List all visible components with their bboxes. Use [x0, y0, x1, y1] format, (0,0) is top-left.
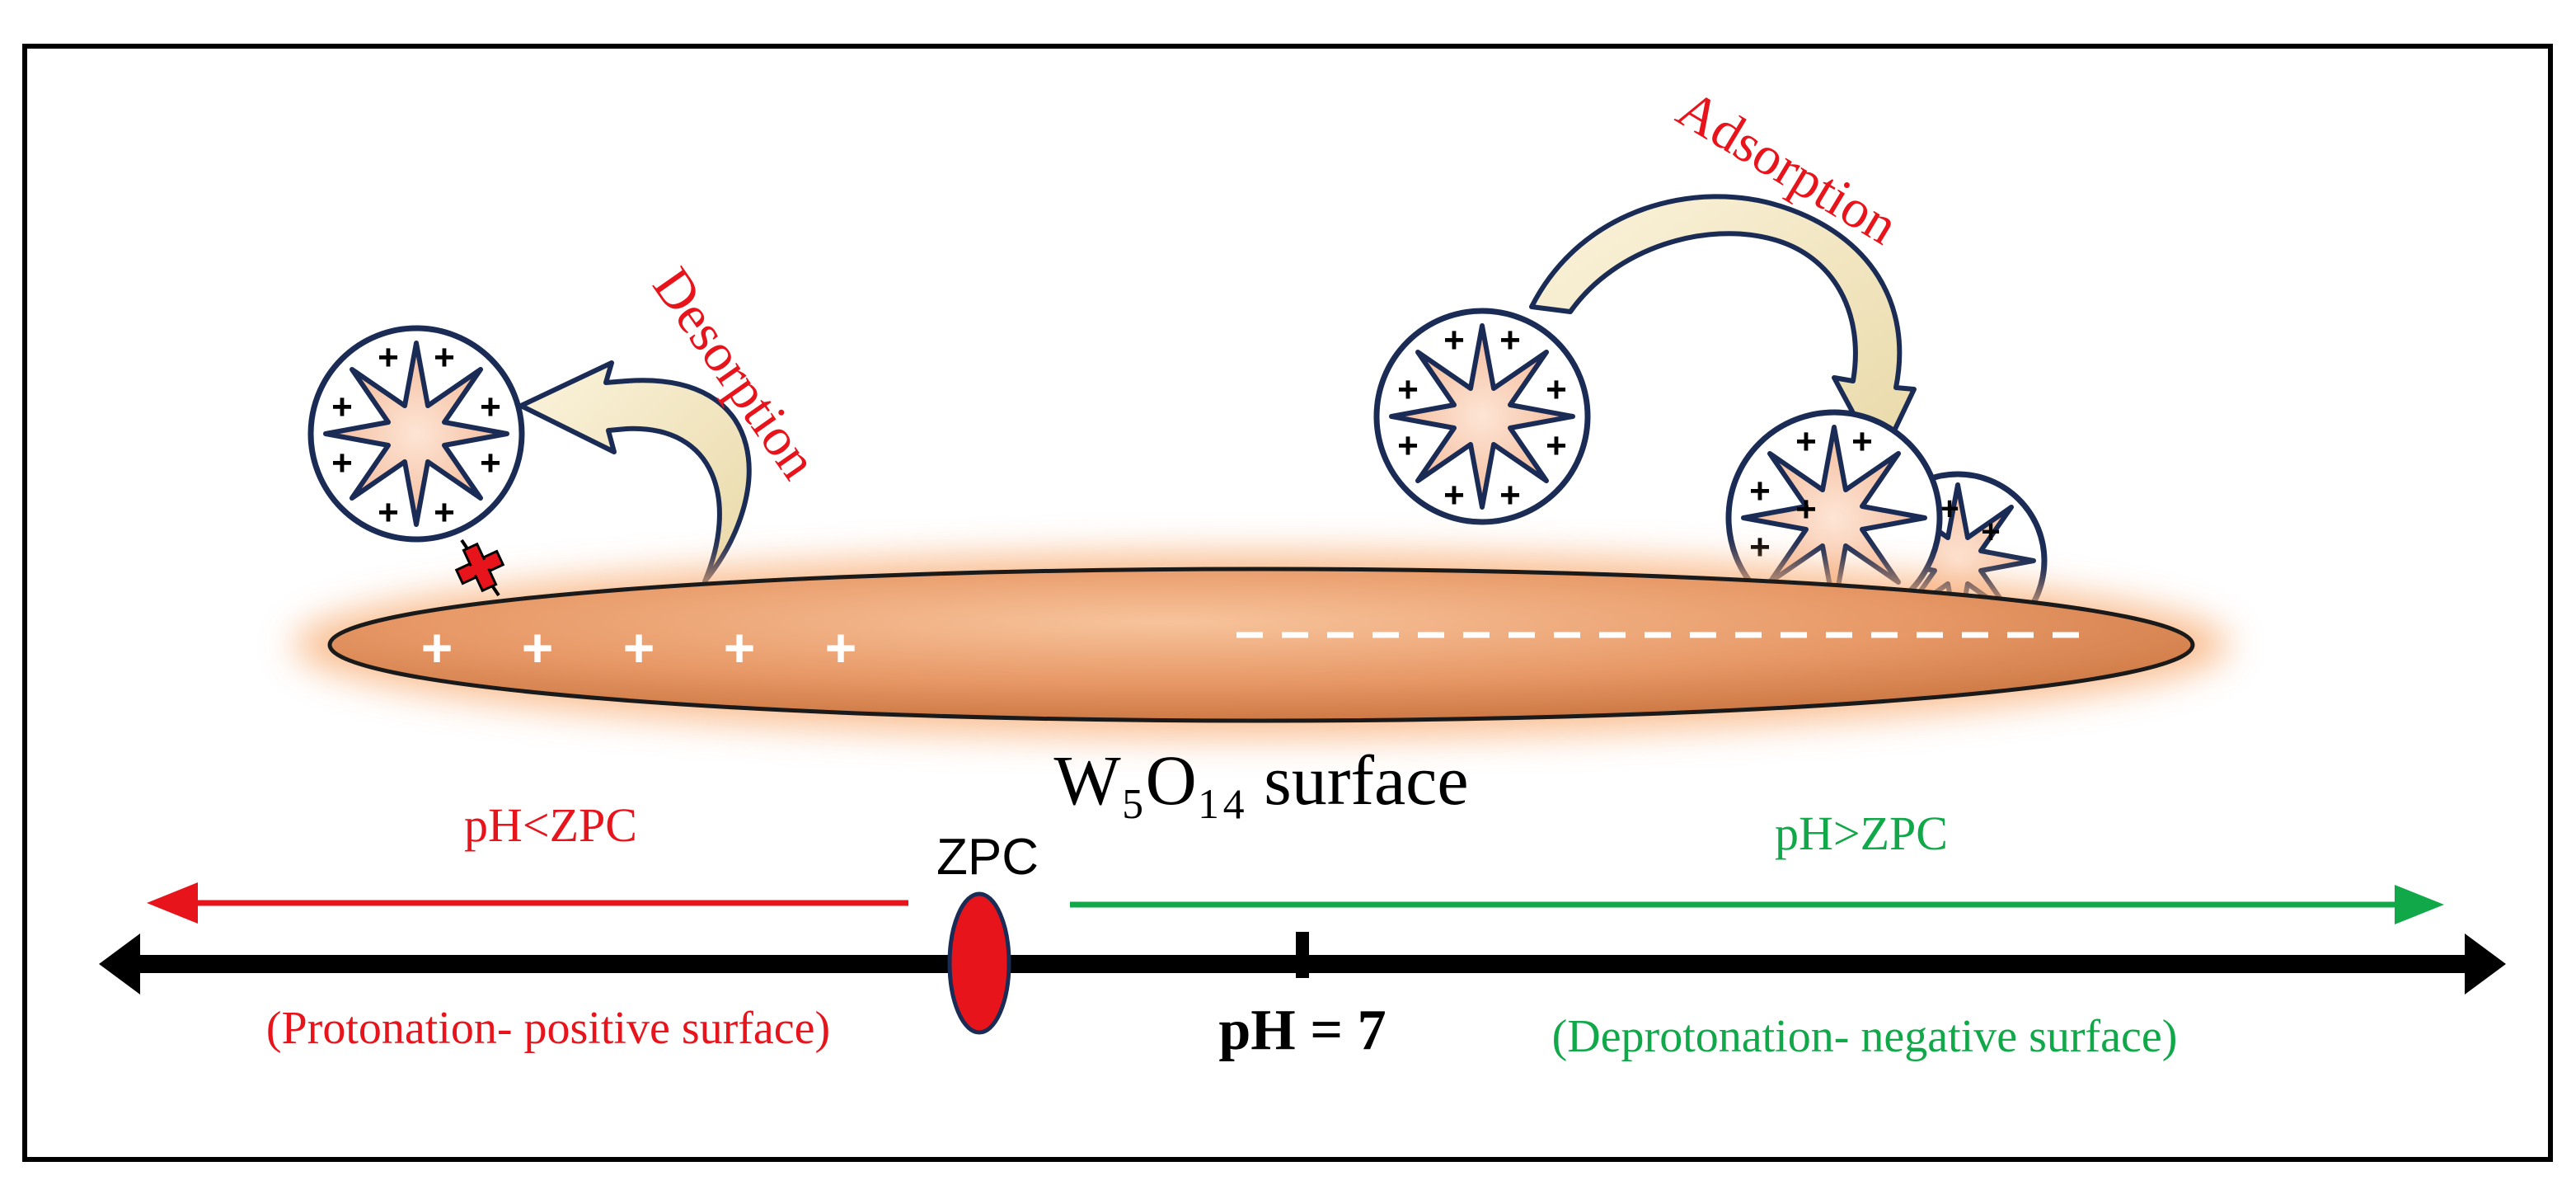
charge-plus: + [1795, 421, 1817, 462]
surface-formula: W₅O₁₄ [1054, 741, 1246, 820]
charge-plus: + [1940, 491, 1959, 527]
cation-desorbed: + + + + + + + + [307, 325, 525, 543]
charge-plus: + [480, 443, 501, 483]
acidic-direction-arrow [147, 882, 908, 924]
charge-plus: + [378, 337, 399, 378]
charge-plus: + [1546, 369, 1567, 410]
cation-approaching: + + + + + + + + [1373, 308, 1591, 525]
charge-plus: + [1546, 426, 1567, 466]
w5o14-surface [293, 553, 2230, 737]
surface-plus: + [623, 617, 655, 678]
charge-plus: + [1499, 475, 1521, 515]
charge-plus: + [1795, 489, 1817, 529]
charge-plus: + [1443, 475, 1465, 515]
surface-plus: + [825, 617, 857, 678]
surface-word: surface [1264, 741, 1468, 820]
charge-plus: + [480, 387, 501, 427]
surface-plus: + [522, 617, 554, 678]
ph-greater-label: pH>ZPC [1775, 806, 1948, 860]
ph-axis [99, 932, 2506, 995]
deprotonation-label: (Deprotonation- negative surface) [1552, 1011, 2178, 1062]
charge-plus: + [1749, 471, 1771, 511]
charge-plus: + [331, 443, 353, 483]
positive-surface-charges: + + + + + [421, 617, 857, 678]
charge-plus: + [434, 492, 455, 533]
surface-plus: + [724, 617, 756, 678]
charge-plus: + [1397, 369, 1419, 410]
charge-plus: + [1851, 421, 1873, 462]
surface-plus: + [421, 617, 453, 678]
charge-plus: + [1499, 320, 1521, 360]
desorption-arrow [518, 360, 752, 584]
charge-plus: + [434, 337, 455, 378]
charge-plus: + [1443, 320, 1465, 360]
surface-label: W₅O₁₄ surface [1054, 741, 1469, 820]
basic-direction-arrow [1070, 885, 2444, 924]
star-icon [323, 341, 509, 527]
charge-plus: + [1981, 514, 2000, 550]
adsorption-arrow [1529, 194, 1917, 464]
ph7-tick [1296, 932, 1309, 978]
zpc-label: ZPC [936, 829, 1039, 886]
ph-less-label: pH<ZPC [464, 798, 637, 852]
charge-plus: + [331, 387, 353, 427]
charge-plus: + [378, 492, 399, 533]
zpc-marker [947, 891, 1011, 1035]
star-icon [1389, 323, 1575, 510]
charge-plus: + [1397, 426, 1419, 466]
protonation-label: (Protonation- positive surface) [266, 1003, 830, 1054]
ph7-label: pH = 7 [1218, 999, 1386, 1062]
repulsion-cross-icon [454, 538, 505, 597]
charge-plus: + [1749, 527, 1771, 567]
figure-frame [22, 44, 2553, 1162]
